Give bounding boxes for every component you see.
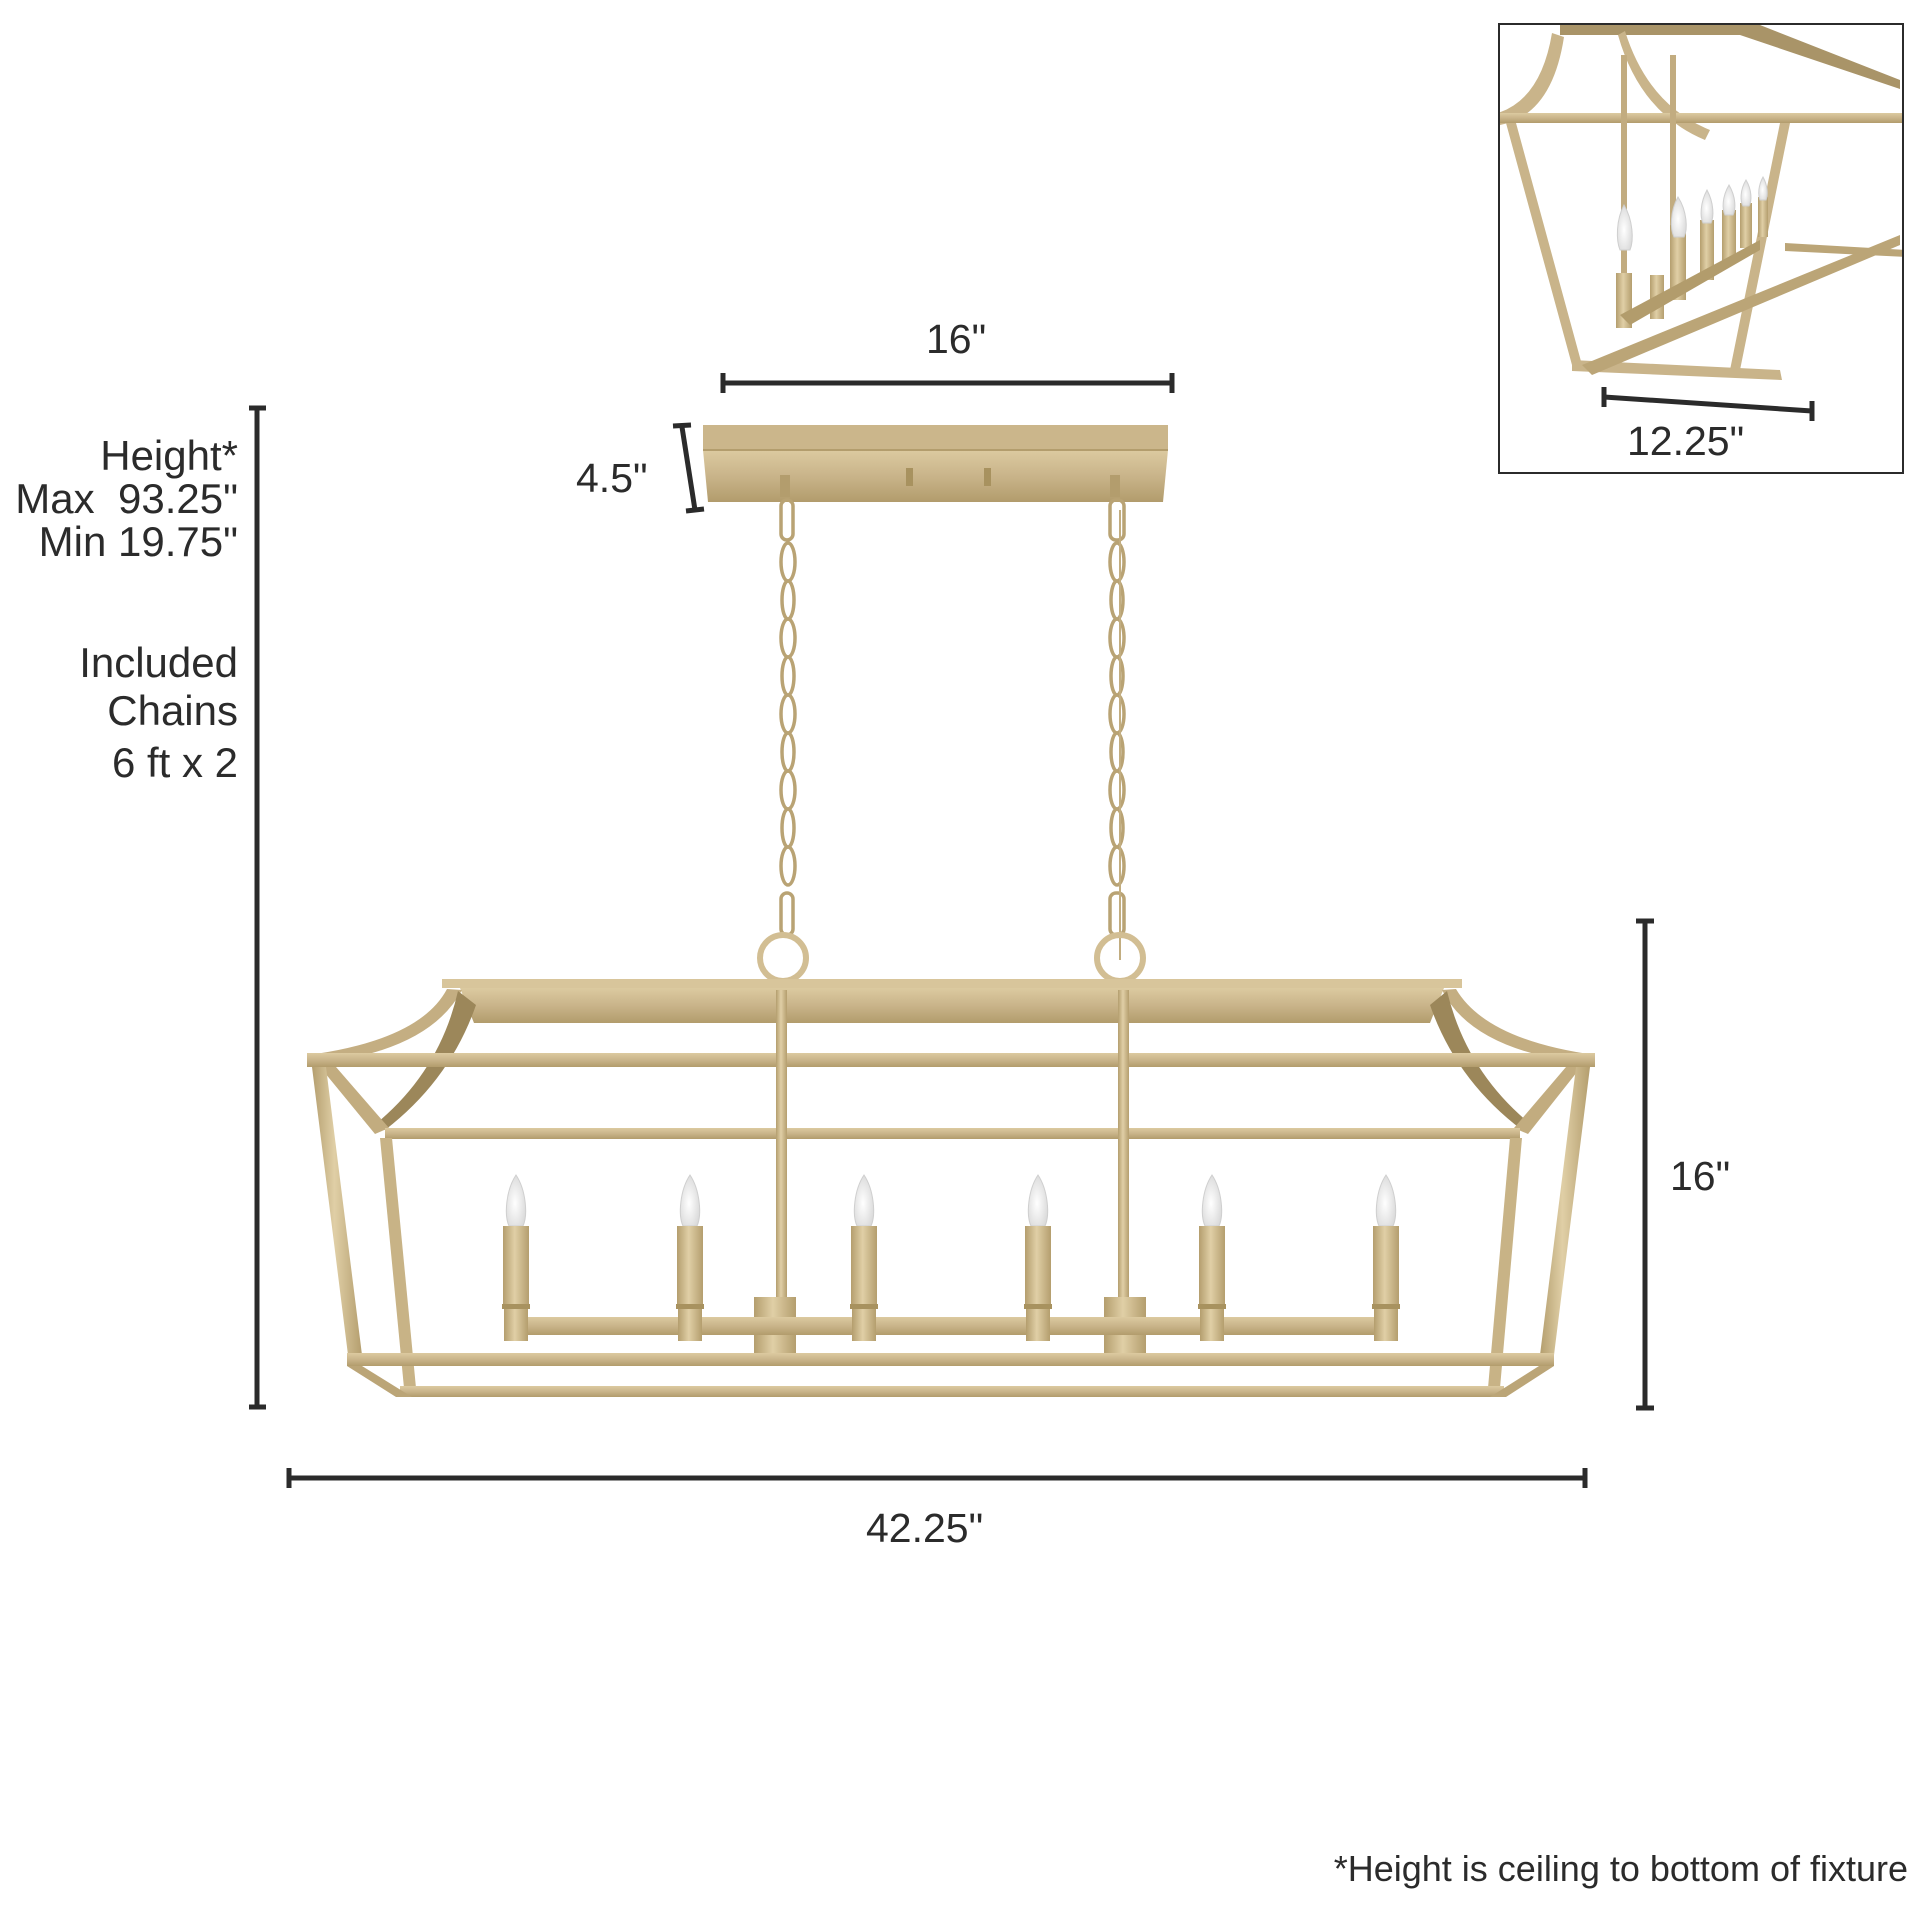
height-footnote: *Height is ceiling to bottom of fixture: [1333, 1848, 1908, 1889]
fixture-width-label: 42.25": [866, 1505, 984, 1551]
canopy-width-label: 16": [926, 316, 987, 362]
perspective-drawing: [1500, 25, 1902, 421]
depth-dimension-line: [1601, 387, 1815, 421]
hanging-rings: [757, 932, 1146, 984]
height-max: Max 93.25": [15, 475, 238, 522]
candles: [502, 1174, 1400, 1341]
chains: [779, 498, 1126, 960]
candle-arm: [516, 1317, 1386, 1335]
height-info: Height* Max 93.25" Min 19.75": [15, 435, 238, 564]
lantern-frame: [307, 979, 1595, 1397]
fixture-depth-label: 12.25": [1627, 418, 1745, 464]
fixture-height-label: 16": [1670, 1153, 1731, 1199]
down-rods: [754, 990, 1146, 1353]
height-min: Min 19.75": [38, 518, 238, 565]
dimension-lines: [249, 373, 1654, 1488]
chain-line-1: Included: [79, 639, 238, 686]
canopy-height-label: 4.5": [576, 455, 648, 501]
chain-line-2: Chains: [107, 687, 238, 734]
canopy: [703, 425, 1168, 502]
depth-inset-view: 12.25": [1498, 23, 1904, 474]
chain-info: Included Chains 6 ft x 2: [79, 642, 238, 790]
chain-line-3: 6 ft x 2: [111, 739, 238, 786]
height-title: Height*: [100, 432, 238, 479]
